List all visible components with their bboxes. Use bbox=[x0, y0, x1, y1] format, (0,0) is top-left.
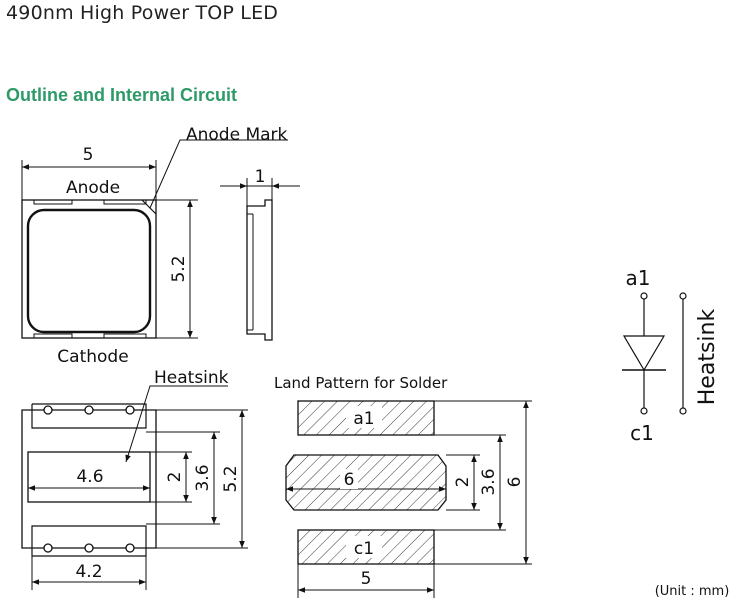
top-view bbox=[21, 139, 288, 339]
anode-mark-label: Anode Mark bbox=[186, 125, 288, 145]
bottom-total-height-dim: 5.2 bbox=[221, 465, 241, 492]
pad-c1-label: c1 bbox=[354, 539, 374, 559]
section-title: Outline and Internal Circuit bbox=[6, 85, 238, 105]
side-profile bbox=[246, 199, 273, 341]
bottom-view bbox=[21, 385, 248, 590]
land-width-dim: 5 bbox=[361, 569, 372, 589]
diode-icon bbox=[622, 335, 666, 372]
land-total-height-dim: 6 bbox=[505, 477, 525, 488]
bottom-width-dim: 4.2 bbox=[75, 562, 102, 582]
bottom-inner-height-dim: 3.6 bbox=[193, 464, 213, 491]
top-package-body bbox=[21, 199, 157, 339]
top-width-dim: 5 bbox=[83, 145, 94, 165]
page-title: 490nm High Power TOP LED bbox=[6, 2, 279, 24]
unit-note: (Unit : mm) bbox=[655, 584, 730, 599]
bottom-pad-height-dim: 2 bbox=[165, 472, 185, 483]
anode-terminal bbox=[640, 292, 648, 300]
bottom-pad-width-dim: 4.6 bbox=[76, 467, 103, 487]
pad-center-label: 6 bbox=[344, 470, 355, 490]
internal-circuit bbox=[622, 292, 687, 415]
pad-center bbox=[285, 454, 447, 511]
land-pattern bbox=[285, 400, 532, 598]
circuit-anode-label: a1 bbox=[626, 266, 651, 290]
land-pattern-title: Land Pattern for Solder bbox=[274, 374, 448, 392]
pad-a1-label: a1 bbox=[353, 409, 374, 429]
cathode-terminal bbox=[640, 407, 648, 415]
circuit-cathode-label: c1 bbox=[630, 421, 654, 445]
cathode-label: Cathode bbox=[57, 347, 128, 367]
bottom-heatsink-label: Heatsink bbox=[154, 368, 229, 388]
side-view bbox=[220, 178, 300, 341]
side-thickness-dim: 1 bbox=[255, 167, 266, 187]
land-center-height-dim: 2 bbox=[453, 477, 473, 488]
anode-label: Anode bbox=[66, 178, 120, 198]
top-height-dim: 5.2 bbox=[169, 255, 189, 282]
anode-mark-leader bbox=[149, 139, 288, 209]
heatsink-pad bbox=[27, 451, 151, 503]
heatsink-leader bbox=[125, 385, 228, 463]
land-inner-height-dim: 3.6 bbox=[479, 468, 499, 495]
lens bbox=[26, 208, 152, 334]
circuit-heatsink-label: Heatsink bbox=[695, 309, 720, 406]
